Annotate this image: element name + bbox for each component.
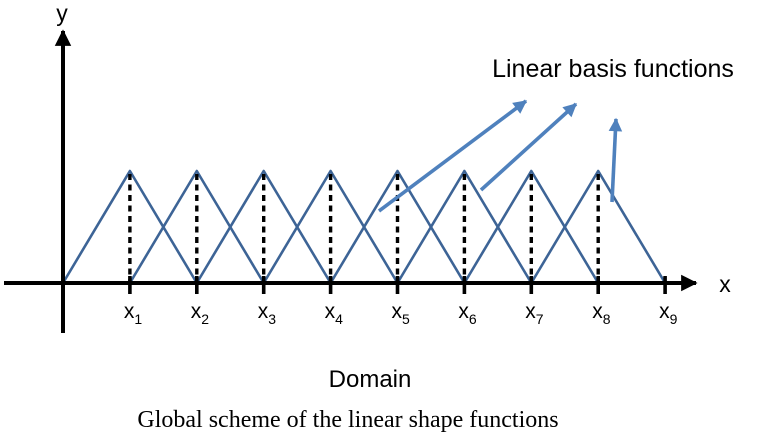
basis-function-triangle-4 [262, 169, 399, 284]
node-label-x7: x7 [525, 300, 544, 327]
annotation-label: Linear basis functions [492, 55, 734, 83]
domain-label: Domain [329, 366, 412, 393]
node-label-x9: x9 [659, 300, 678, 327]
basis-function-triangle-2 [128, 169, 265, 284]
caption-text: Global scheme of the linear shape functi… [137, 407, 558, 433]
y-axis-label: y [56, 0, 68, 26]
basis-function-triangle-3 [195, 169, 332, 284]
x-axis-label: x [719, 271, 731, 297]
node-label-x8: x8 [592, 300, 611, 327]
basis-function-triangle-7 [463, 169, 600, 284]
node-label-x6: x6 [458, 300, 477, 327]
annotation-arrow-2 [479, 102, 578, 192]
node-label-x4: x4 [325, 300, 344, 327]
node-label-x3: x3 [258, 300, 277, 327]
basis-function-triangle-6 [396, 169, 533, 284]
basis-function-triangle-5 [329, 169, 466, 284]
node-label-x1: x1 [124, 300, 142, 327]
annotation-arrow-3 [608, 117, 623, 203]
basis-function-triangle-1 [61, 169, 198, 284]
basis-function-triangle-8 [530, 169, 667, 284]
node-label-x5: x5 [392, 300, 411, 327]
annotation-arrow-1 [377, 99, 528, 213]
node-label-x2: x2 [191, 300, 210, 327]
basis-functions-layer: x1 x2 x3 x4 x5 x6 x7 x8 x9 [61, 99, 678, 327]
